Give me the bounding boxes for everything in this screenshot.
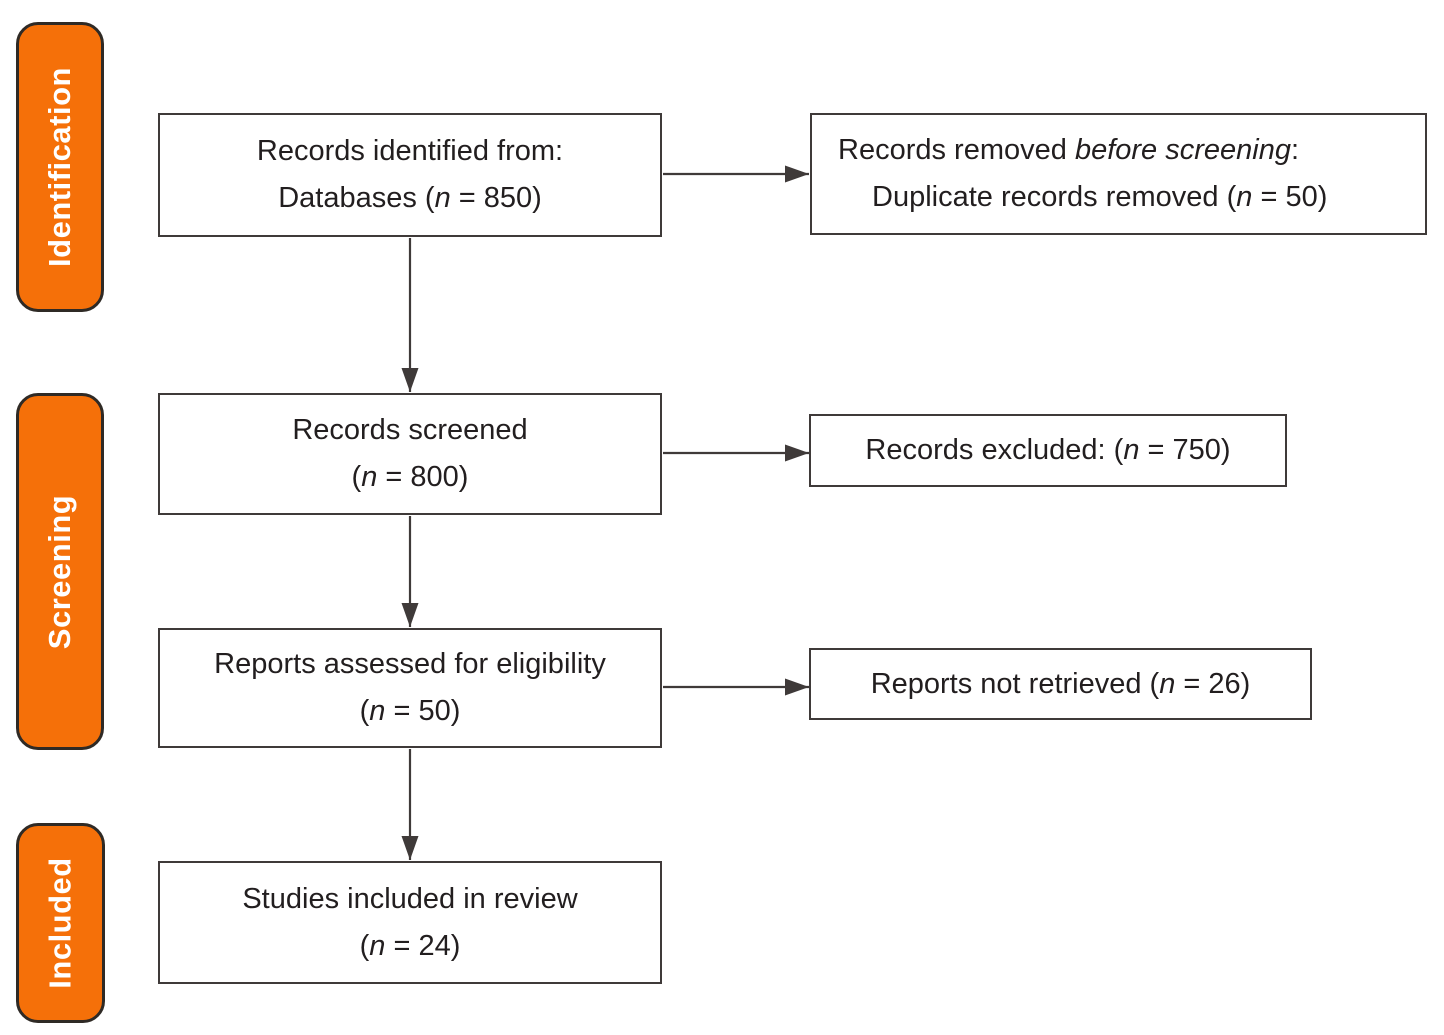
box-records-identified-line2: Databases (n = 850) [160,175,660,222]
text-segment: = 800) [377,461,469,493]
n-variable: n [361,461,378,493]
text-segment: ( [359,929,370,962]
text-segment: Records screened [292,414,528,446]
text-segment: = 50) [385,695,461,727]
n-variable: n [1123,434,1140,466]
text-segment: = 24) [385,929,461,962]
text-segment: = 50) [1252,181,1328,213]
n-variable: n [369,695,386,727]
text-segment: Reports not retrieved ( [870,667,1160,700]
box-records-screened-line1: Records screened [160,407,660,454]
box-records-removed: Records removed before screening: Duplic… [810,113,1427,235]
text-segment: = 850) [450,182,542,214]
n-variable: n [369,929,386,962]
text-segment: Studies included in review [242,882,578,915]
text-segment: ( [359,695,370,727]
text-segment: Reports assessed for eligibility [214,648,606,680]
box-records-excluded-line1: Records excluded: (n = 750) [811,427,1285,474]
text-segment: Records removed [838,134,1075,166]
box-records-removed-line2: Duplicate records removed (n = 50) [838,174,1413,221]
text-segment: ( [351,461,362,493]
stage-badge-screening: Screening [16,393,104,750]
box-records-identified: Records identified from: Databases (n = … [158,113,662,237]
n-variable: n [1159,667,1176,700]
text-segment: Records identified from: [256,135,564,167]
box-records-identified-line1: Records identified from: [160,128,660,175]
stage-badge-included: Included [16,823,105,1023]
text-segment: : [1290,134,1300,166]
text-segment: Databases ( [278,182,435,214]
box-records-screened-line2: (n = 800) [160,454,660,501]
box-studies-included-line1: Studies included in review [160,876,660,923]
box-reports-not-retrieved: Reports not retrieved (n = 26) [809,648,1312,720]
box-records-excluded: Records excluded: (n = 750) [809,414,1287,487]
box-records-screened: Records screened (n = 800) [158,393,662,515]
text-segment: Duplicate records removed ( [872,181,1237,213]
box-reports-assessed-line2: (n = 50) [160,688,660,735]
box-records-removed-line1: Records removed before screening: [838,127,1413,174]
box-reports-not-retrieved-line1: Reports not retrieved (n = 26) [811,661,1310,708]
text-segment: Records excluded: ( [865,434,1124,466]
stage-label-screening: Screening [42,494,78,649]
n-variable: n [1236,181,1253,213]
italic-phrase: before screening [1074,134,1291,166]
n-variable: n [434,182,451,214]
stage-label-identification: Identification [42,67,78,267]
text-segment: = 26) [1175,667,1251,700]
box-reports-assessed: Reports assessed for eligibility (n = 50… [158,628,662,748]
box-reports-assessed-line1: Reports assessed for eligibility [160,641,660,688]
text-segment: = 750) [1139,434,1231,466]
stage-badge-identification: Identification [16,22,104,312]
box-studies-included: Studies included in review (n = 24) [158,861,662,984]
stage-label-included: Included [42,857,78,989]
box-studies-included-line2: (n = 24) [160,923,660,970]
